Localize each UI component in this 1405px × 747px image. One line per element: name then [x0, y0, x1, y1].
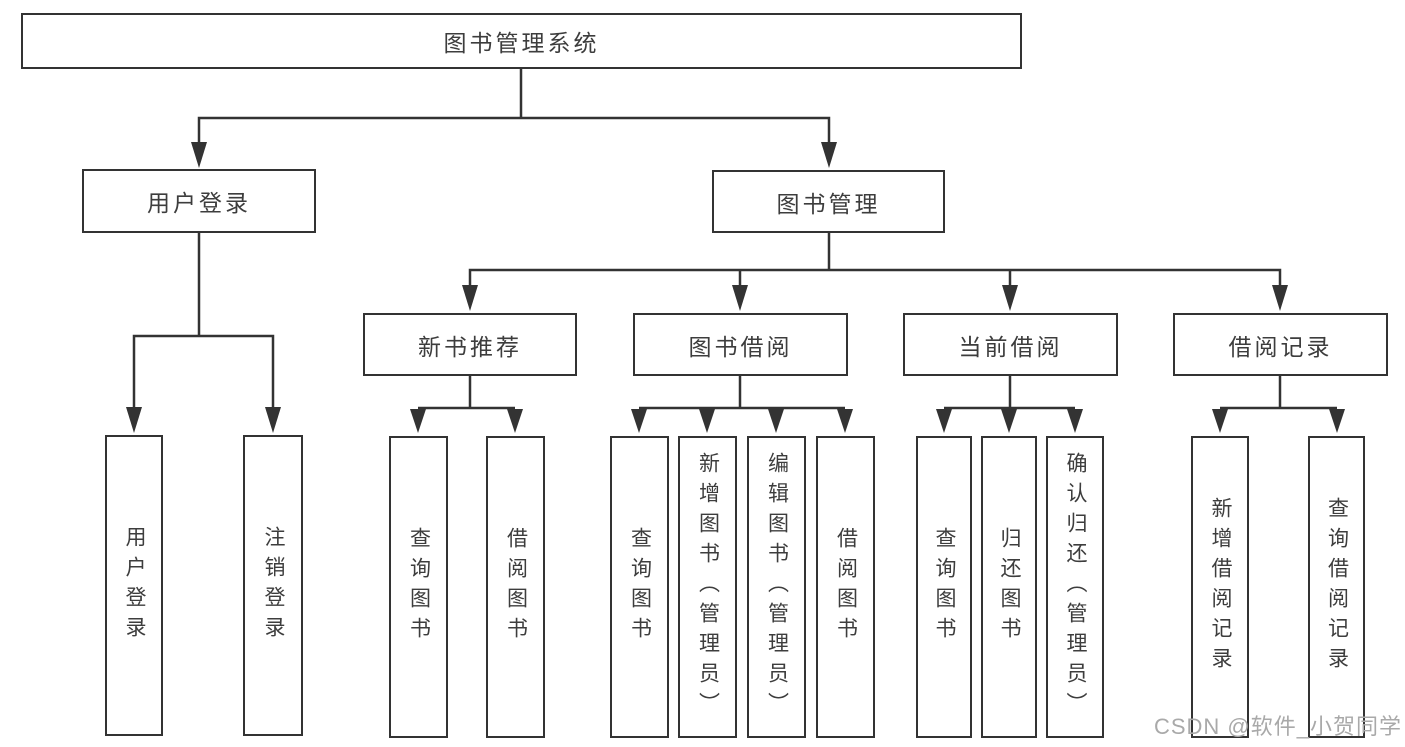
leaf-add-book-admin: 新增图书（管理员） [678, 436, 737, 738]
leaf-logout: 注销登录 [243, 435, 303, 736]
leaf-query-borrow-record: 查询借阅记录 [1308, 436, 1365, 738]
leaf-edit-book-admin: 编辑图书（管理员） [747, 436, 806, 738]
leaf-add-borrow-record: 新增借阅记录 [1191, 436, 1249, 738]
leaf-borrow-book-1: 借阅图书 [486, 436, 545, 738]
arrowhead-icons [126, 142, 1345, 433]
leaf-user-login: 用户登录 [105, 435, 163, 736]
node-user-login: 用户登录 [82, 169, 316, 233]
node-current-borrow: 当前借阅 [903, 313, 1118, 376]
node-book-management: 图书管理 [712, 170, 945, 233]
leaf-query-book-2: 查询图书 [610, 436, 669, 738]
leaf-query-book-3: 查询图书 [916, 436, 972, 738]
leaf-borrow-book-2: 借阅图书 [816, 436, 875, 738]
node-new-book-recommend: 新书推荐 [363, 313, 577, 376]
node-root-system: 图书管理系统 [21, 13, 1022, 69]
node-borrow-record: 借阅记录 [1173, 313, 1388, 376]
leaf-return-book: 归还图书 [981, 436, 1037, 738]
leaf-query-book-1: 查询图书 [389, 436, 448, 738]
leaf-confirm-return-admin: 确认归还（管理员） [1046, 436, 1104, 738]
node-book-borrow: 图书借阅 [633, 313, 848, 376]
csdn-watermark: CSDN @软件_小贺同学 [1153, 714, 1402, 739]
